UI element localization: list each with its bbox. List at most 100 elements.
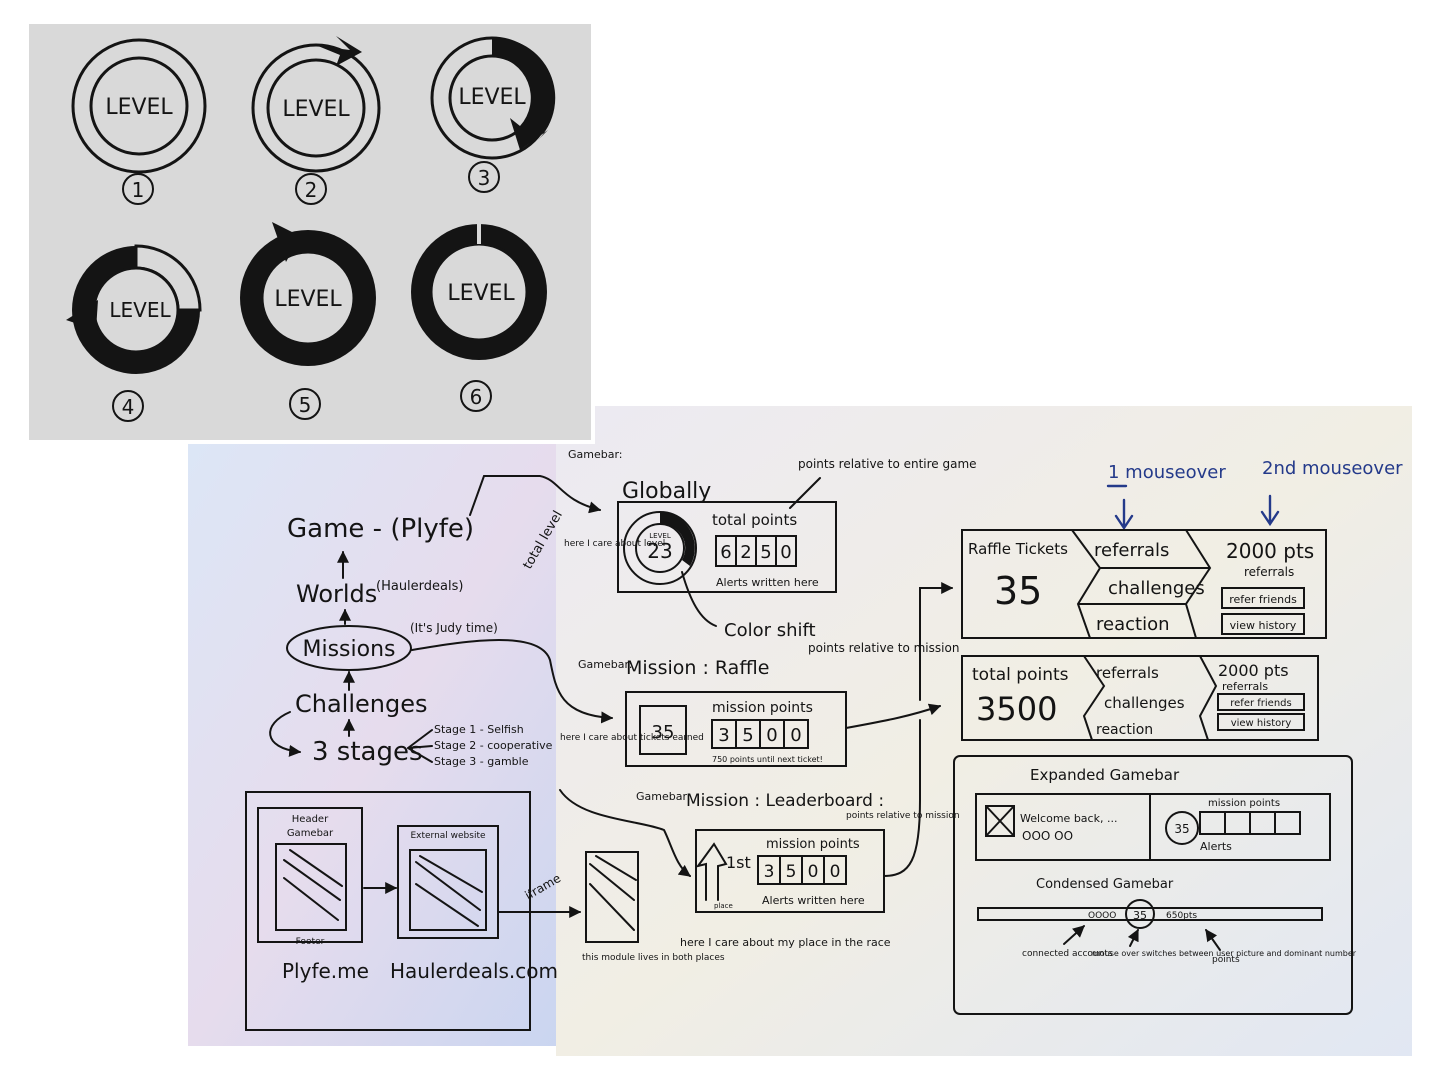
gamebar-tag: Gamebar: <box>568 448 623 461</box>
header-label: Header <box>292 814 329 825</box>
points-expanded-panel: total points 3500 referrals challenges r… <box>961 655 1319 741</box>
level-badge-label: LEVEL <box>274 287 342 312</box>
condensed-level: 35 <box>1133 909 1147 922</box>
welcome-text: Welcome back, ... <box>1020 812 1117 825</box>
svg-text:view history: view history <box>1230 619 1297 632</box>
svg-text:5: 5 <box>742 725 753 746</box>
raffle-tab-challenges: challenges <box>1108 578 1205 599</box>
external-label: External website <box>410 831 486 841</box>
condensed-points: 650pts <box>1166 911 1197 921</box>
points-note: points <box>1212 955 1240 965</box>
raffle-panel-pts: 2000 pts <box>1226 539 1314 563</box>
condensed-accounts: OOOO <box>1088 911 1116 921</box>
stage-2: Stage 2 - cooperative <box>434 739 553 752</box>
stage-1: Stage 1 - Selfish <box>434 723 524 736</box>
second-mouseover: 2nd mouseover <box>1262 458 1403 479</box>
leader-points-label: mission points <box>766 837 860 852</box>
points-panel-title: total points <box>972 665 1069 685</box>
leader-note: points relative to mission <box>846 811 960 821</box>
level-badge-label: LEVEL <box>109 298 171 322</box>
mission-points-label: mission points <box>712 700 813 716</box>
gamebar-raffle: Gamebar: Mission : Raffle points relativ… <box>560 641 959 767</box>
svg-text:refer friends: refer friends <box>1230 698 1291 709</box>
gamebar-label: Gamebar <box>287 828 334 839</box>
level-badge-2: LEVEL 2 <box>251 36 381 205</box>
global-level: 23 <box>647 539 672 563</box>
points-tab-referrals: referrals <box>1096 664 1159 682</box>
level-badge-4: LEVEL 4 <box>66 244 202 422</box>
svg-text:0: 0 <box>830 862 841 882</box>
site-plyfe: Plyfe.me <box>282 959 369 983</box>
raffle-tickets: 35 <box>652 722 675 743</box>
level-badge-label: LEVEL <box>282 97 350 122</box>
connected-accounts-note: connected accounts <box>1022 949 1113 959</box>
svg-text:6: 6 <box>470 385 483 409</box>
global-note: points relative to entire game <box>798 457 977 471</box>
points-panel-value: 3500 <box>976 690 1057 728</box>
svg-text:2: 2 <box>740 542 751 563</box>
missions-label: Missions <box>303 637 396 662</box>
view-history-button <box>1217 713 1305 731</box>
level-badge-label: LEVEL <box>447 281 515 306</box>
raffle-panel-sub: referrals <box>1244 565 1294 579</box>
svg-text:0: 0 <box>808 862 819 882</box>
raffle-tab-reaction: reaction <box>1096 614 1170 635</box>
level-badge-6: LEVEL 6 <box>411 224 547 412</box>
footer-label: Footer <box>296 937 325 947</box>
first-mouseover: 1 mouseover <box>1108 462 1226 483</box>
stages-label: 3 stages <box>312 737 423 767</box>
missions-note: (It's Judy time) <box>410 621 498 635</box>
svg-text:place: place <box>714 902 733 910</box>
whiteboard-left-photo <box>188 440 568 1046</box>
view-history-button <box>1221 613 1305 635</box>
svg-text:refer friends: refer friends <box>1229 593 1297 606</box>
points-tab-challenges: challenges <box>1104 694 1185 712</box>
refer-friends-button <box>1217 693 1305 711</box>
gamebar-global: Gamebar: Globally points relative to ent… <box>564 448 977 641</box>
svg-text:view history: view history <box>1231 718 1292 729</box>
worlds-label: Worlds <box>296 580 377 608</box>
svg-text:5: 5 <box>299 393 312 417</box>
raffle-panel-value: 35 <box>994 569 1042 613</box>
worlds-note: (Haulerdeals) <box>376 579 463 594</box>
svg-text:3: 3 <box>718 725 729 746</box>
gamebar-tag: Gamebar: <box>578 658 633 671</box>
level-badge-3: LEVEL 3 <box>430 36 556 193</box>
svg-text:2: 2 <box>305 178 318 202</box>
raffle-expanded-panel: Raffle Tickets 35 referrals challenges r… <box>919 529 1327 701</box>
global-care-note: here I care about level <box>564 539 665 549</box>
points-panel-pts: 2000 pts <box>1218 661 1289 680</box>
svg-text:1: 1 <box>132 178 145 202</box>
condensed-title: Condensed Gamebar <box>1036 877 1174 892</box>
level-badge-label: LEVEL <box>458 85 526 110</box>
expanded-points-label: mission points <box>1208 798 1280 809</box>
raffle-care-note: here I care about tickets earned <box>560 733 704 743</box>
color-shift-label: Color shift <box>724 620 816 641</box>
level-badge-label: LEVEL <box>105 95 173 120</box>
leader-digits: 3 5 0 0 <box>757 855 847 885</box>
expanded-gamebar: Expanded Gamebar Welcome back, ... OOO O… <box>953 755 1357 1015</box>
expanded-level: 35 <box>1174 822 1189 836</box>
total-points-label: total points <box>712 511 797 529</box>
challenges-label: Challenges <box>295 690 428 718</box>
points-panel-sub: referrals <box>1222 680 1268 693</box>
site-haulerdeals: Haulerdeals.com <box>390 959 558 983</box>
expanded-alerts: Alerts <box>1200 840 1232 853</box>
leader-care-note: here I care about my place in the race <box>680 936 891 949</box>
svg-text:5: 5 <box>760 542 771 563</box>
user-picture <box>985 805 1015 837</box>
svg-text:0: 0 <box>766 725 777 746</box>
leader-title: Mission : Leaderboard : <box>686 791 884 811</box>
game-label: Game - (Plyfe) <box>287 514 474 544</box>
svg-text:6: 6 <box>720 542 731 563</box>
module-note: this module lives in both places <box>582 953 725 963</box>
raffle-note: points relative to mission <box>808 641 959 655</box>
svg-text:0: 0 <box>780 542 791 563</box>
svg-text:3: 3 <box>764 862 775 882</box>
svg-text:0: 0 <box>790 725 801 746</box>
mouseover-note: mouse over switches between user picture… <box>1092 949 1357 958</box>
leader-place: 1st <box>726 853 751 872</box>
raffle-digits: 3 5 0 0 <box>711 719 809 749</box>
raffle-panel-title: Raffle Tickets <box>968 540 1068 558</box>
svg-text:3: 3 <box>478 166 491 190</box>
